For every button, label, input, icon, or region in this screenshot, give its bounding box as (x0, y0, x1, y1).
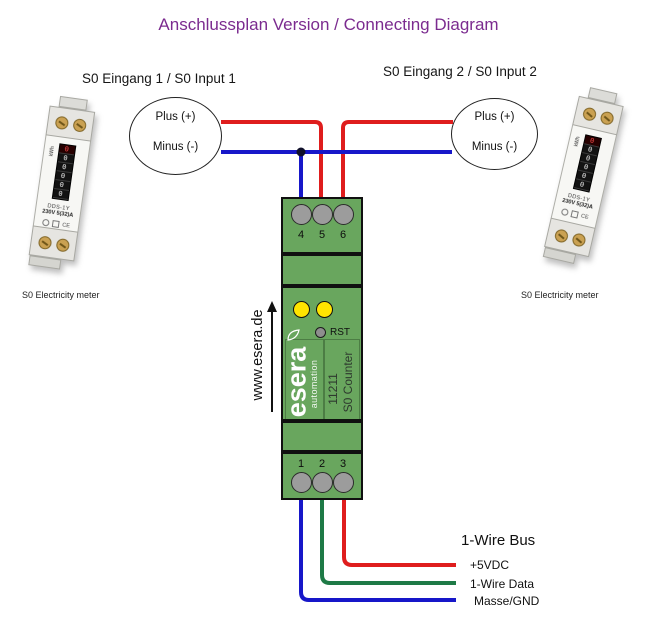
wire-junction-dot (296, 147, 306, 157)
terminal-2 (312, 472, 333, 493)
model-panel (324, 339, 360, 420)
input2-plus-label: Plus (+) (474, 111, 515, 123)
terminal-6-label: 6 (339, 229, 347, 241)
bus-label-5vdc: +5VDC (470, 558, 510, 572)
s0-input2-heading: S0 Eingang 2 / S0 Input 2 (383, 64, 537, 79)
module-bottom-terminal-block: 1 2 3 (281, 452, 363, 500)
meter-device: kWh 0 0 0 0 0 0 DDS-1Y 230V 5(32)A CE (27, 95, 96, 272)
electricity-meter-left: kWh 0 0 0 0 0 0 DDS-1Y 230V 5(32)A CE (16, 95, 108, 283)
s0-input1-heading: S0 Eingang 1 / S0 Input 1 (82, 71, 236, 86)
screw-terminal (598, 109, 615, 126)
module-top-terminal-block: 4 5 6 (281, 197, 363, 254)
ce-mark: CE (580, 212, 590, 221)
kwh-label: kWh (573, 136, 582, 148)
screw-terminal (54, 114, 69, 130)
input1-terminal-bubble: Plus (+) Minus (-) (129, 97, 222, 175)
module-body: RST esera automation 11211 S0 Counter (281, 286, 363, 421)
led-indicator-1 (293, 301, 310, 318)
class2-icon (560, 207, 570, 217)
terminal-3 (333, 472, 354, 493)
input2-minus-label: Minus (-) (471, 141, 518, 153)
wire-blue-gnd (299, 497, 456, 602)
screw-terminal (55, 237, 70, 253)
website-arrow-head (267, 301, 277, 312)
wire-red-input2-plus (341, 120, 453, 206)
input1-minus-label: Minus (-) (152, 141, 199, 153)
screw-terminal (37, 234, 52, 250)
terminal-2-label: 2 (318, 458, 326, 470)
leaf-icon (287, 329, 300, 341)
bus-label-1wire-data: 1-Wire Data (470, 577, 535, 591)
terminal-3-label: 3 (339, 458, 347, 470)
screw-terminal (581, 105, 597, 122)
kwh-label: kWh (48, 145, 56, 157)
counter-digit: 0 (573, 179, 591, 192)
meter-caption-right: S0 Electricity meter (521, 290, 599, 300)
screw-terminal (71, 117, 87, 133)
screw-terminal (553, 227, 569, 244)
wire-red-input1-plus (221, 120, 323, 206)
terminal-6 (333, 204, 354, 225)
meter-device: kWh 0 0 0 0 0 0 DDS-1Y 230V 5(32)A CE (542, 85, 626, 267)
input2-terminal-bubble: Plus (+) Minus (-) (451, 98, 538, 170)
screw-terminal (570, 231, 587, 248)
ce-mark: CE (61, 221, 71, 229)
counter-digit: 0 (52, 188, 69, 200)
module-spacer-bottom (281, 421, 363, 452)
terminal-4-label: 4 (297, 229, 305, 241)
meter-body: kWh 0 0 0 0 0 0 DDS-1Y 230V 5(32)A CE (32, 135, 92, 232)
meter-cert-icons: CE (560, 207, 590, 221)
terminal-4 (291, 204, 312, 225)
bus-label-gnd: Masse/GND (474, 594, 540, 608)
module-spacer-top (281, 254, 363, 286)
meter-caption-left: S0 Electricity meter (22, 290, 100, 300)
terminal-1-label: 1 (297, 458, 305, 470)
wire-red-5vdc (342, 497, 456, 567)
bus-heading: 1-Wire Bus (461, 532, 536, 549)
electricity-meter-right: kWh 0 0 0 0 0 0 DDS-1Y 230V 5(32)A CE (534, 85, 634, 280)
wire-green-1wire-data (320, 497, 456, 585)
reset-button[interactable] (315, 327, 326, 338)
class2-icon (42, 218, 50, 227)
led-indicator-2 (316, 301, 333, 318)
input1-plus-label: Plus (+) (155, 111, 196, 123)
page-title: Anschlussplan Version / Connecting Diagr… (158, 15, 499, 34)
reset-label: RST (330, 327, 350, 338)
terminal-1 (291, 472, 312, 493)
terminal-5-label: 5 (318, 229, 326, 241)
double-insulated-icon (51, 220, 60, 229)
meter-body: kWh 0 0 0 0 0 0 DDS-1Y 230V 5(32)A CE (550, 125, 617, 228)
double-insulated-icon (570, 210, 579, 219)
terminal-5 (312, 204, 333, 225)
brand-panel (285, 339, 324, 420)
